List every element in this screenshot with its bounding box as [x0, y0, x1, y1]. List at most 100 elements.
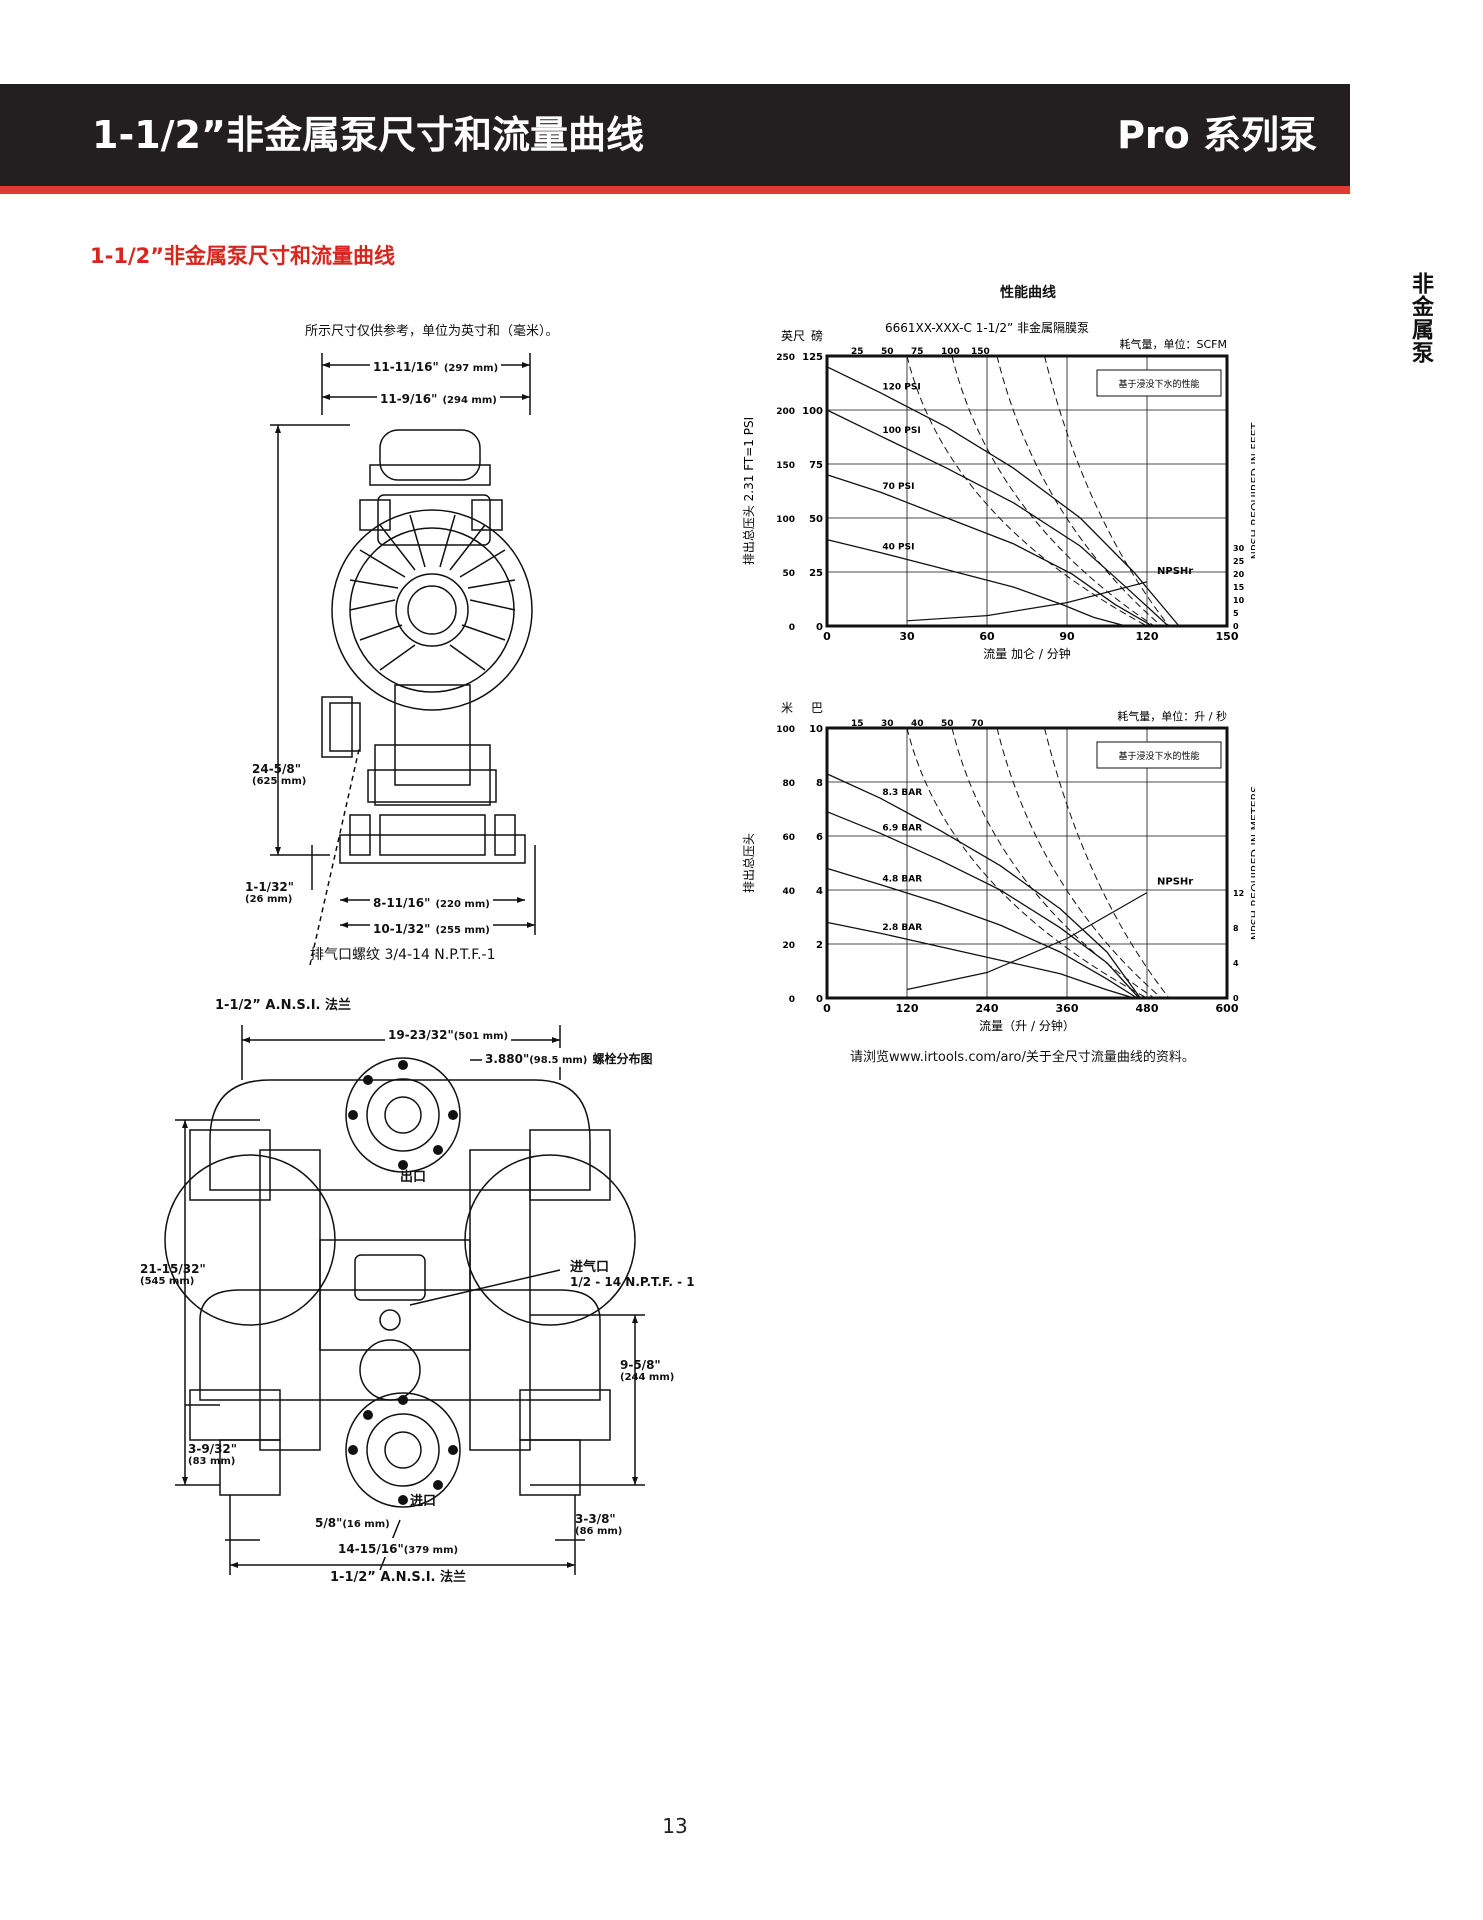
series-label: 70 PSI: [882, 482, 914, 492]
y-tick-label-secondary: 50: [782, 569, 795, 579]
air-tick-label: 30: [881, 719, 894, 729]
y-tick-label: 125: [802, 352, 823, 363]
perf-title: 性能曲线: [1000, 285, 1056, 301]
air-consumption-curve: [951, 727, 1155, 999]
air-consumption-curve: [1044, 727, 1170, 999]
npsh-tick-label: 25: [1233, 557, 1245, 566]
series-label: 120 PSI: [882, 383, 920, 393]
x-tick-label: 60: [979, 630, 995, 643]
series-line: [826, 921, 1134, 999]
header-accent-bar: [0, 186, 1350, 194]
air-tick-label: 50: [941, 719, 954, 729]
npsh-tick-label: 8: [1233, 924, 1239, 933]
air-consumption-label: 耗气量，单位：升 / 秒: [1117, 709, 1227, 723]
x-tick-label: 120: [896, 1002, 919, 1015]
y-unit-right: 巴: [811, 701, 823, 715]
info-box-label: 基于浸没下水的性能: [1118, 750, 1199, 762]
air-consumption-curve: [951, 355, 1155, 627]
series-label: 8.3 BAR: [882, 788, 922, 798]
air-tick-label: 100: [941, 347, 960, 357]
y-axis-label: 排出总压头 2.31 FT=1 PSI: [742, 417, 756, 565]
series-line: [826, 538, 1126, 627]
y-tick-label-secondary: 100: [776, 725, 795, 735]
y-tick-label-secondary: 60: [782, 833, 795, 843]
air-tick-label: 150: [971, 347, 990, 357]
y-tick-label: 100: [802, 406, 823, 417]
y-tick-label: 75: [809, 460, 823, 471]
y-tick-label-secondary: 40: [782, 887, 795, 897]
y-tick-label: 10: [809, 724, 823, 735]
x-tick-label: 480: [1136, 1002, 1159, 1015]
info-box-label: 基于浸没下水的性能: [1118, 378, 1199, 390]
section-title: 1-1/2”非金属泵尺寸和流量曲线: [90, 244, 396, 268]
air-tick-label: 40: [911, 719, 924, 729]
npsh-tick-label: 10: [1233, 596, 1245, 605]
x-tick-label: 90: [1059, 630, 1075, 643]
y-tick-label: 6: [816, 832, 823, 843]
outlet-label: 出口: [400, 1170, 427, 1185]
npsh-label: NPSHr: [1157, 877, 1193, 888]
x-tick-label: 30: [899, 630, 915, 643]
x-tick-label: 150: [1216, 630, 1239, 643]
dim-foot-span: 14-15/16"(379 mm): [335, 1538, 462, 1557]
exhaust-label: 排气口螺纹 3/4-14 N.P.T.F.-1: [310, 947, 496, 963]
y-tick-label: 8: [816, 778, 823, 789]
y-tick-label: 0: [816, 994, 823, 1005]
series-line: [826, 867, 1138, 999]
series-label: 4.8 BAR: [882, 875, 922, 885]
dim-foot-left: 5/8"(16 mm): [312, 1512, 393, 1531]
air-tick-label: 25: [851, 347, 864, 357]
x-axis-label: 流量 加仑 / 分钟: [983, 646, 1071, 661]
header-banner: [0, 84, 1350, 186]
air-consumption-curve: [906, 355, 1148, 627]
dim-side-width: 19-23/32"(501 mm): [385, 1024, 512, 1043]
dim-overall-width: 11-11/16" (297 mm): [370, 356, 502, 375]
series-label: 6.9 BAR: [882, 823, 922, 833]
npsh-label: NPSHr: [1157, 566, 1193, 577]
dim-foot-right: 3-3/8"(86 mm): [575, 1512, 623, 1537]
npsh-curve: [906, 581, 1148, 622]
side-view-drawing: [164, 1025, 645, 1575]
air-consumption-curve: [906, 727, 1148, 999]
x-axis-label: 流量（升 / 分钟）: [979, 1018, 1075, 1033]
y-unit-left: 英尺: [781, 329, 805, 343]
front-view-drawing: [270, 353, 536, 965]
y-tick-label-secondary: 250: [776, 353, 795, 363]
series-line: [826, 366, 1180, 627]
dim-base-outer: 10-1/32" (255 mm): [370, 918, 493, 937]
inlet-label: 进口: [410, 1494, 437, 1509]
x-tick-label: 120: [1136, 630, 1159, 643]
footnote: 请浏览www.irtools.com/aro/关于全尺寸流量曲线的资料。: [850, 1050, 1195, 1065]
series-line: [826, 811, 1140, 999]
chart-title: 6661XX-XXX-C 1-1/2” 非金属隔膜泵: [885, 320, 1089, 335]
air-consumption-curve: [996, 355, 1162, 627]
air-tick-label: 75: [911, 347, 924, 357]
series-line: [826, 773, 1141, 999]
npsh-tick-label: 15: [1233, 583, 1245, 592]
npsh-tick-label: 0: [1233, 622, 1239, 631]
dim-height: 24-5/8"(625 mm): [252, 762, 307, 787]
npsh-tick-label: 4: [1233, 959, 1239, 968]
y-tick-label: 2: [816, 940, 823, 951]
dim-body-width: 11-9/16" (294 mm): [377, 388, 500, 407]
flange-bottom-label: 1-1/2” A.N.S.I. 法兰: [330, 1570, 467, 1585]
npsh-tick-label: 30: [1233, 544, 1245, 553]
x-tick-label: 0: [823, 1002, 831, 1015]
side-tab: 非金属泵: [1408, 272, 1433, 364]
y-tick-label-secondary: 150: [776, 461, 795, 471]
y-tick-label-secondary: 0: [789, 995, 795, 1005]
x-tick-label: 360: [1056, 1002, 1079, 1015]
series-label: 100 PSI: [882, 426, 920, 436]
series-title: Pro 系列泵: [1117, 113, 1317, 157]
y-unit-right: 磅: [811, 328, 823, 343]
page-title: 1-1/2”非金属泵尺寸和流量曲线: [92, 113, 644, 157]
dim-base-height: 1-1/32"(26 mm): [245, 880, 295, 905]
info-box: [1096, 741, 1222, 769]
air-tick-label: 70: [971, 719, 984, 729]
dim-side-height: 21-15/32"(545 mm): [140, 1262, 206, 1287]
y-tick-label-secondary: 100: [776, 515, 795, 525]
y-tick-label: 4: [816, 886, 823, 897]
flange-top-label: 1-1/2” A.N.S.I. 法兰: [215, 998, 352, 1013]
plot-frame: [825, 354, 1229, 628]
